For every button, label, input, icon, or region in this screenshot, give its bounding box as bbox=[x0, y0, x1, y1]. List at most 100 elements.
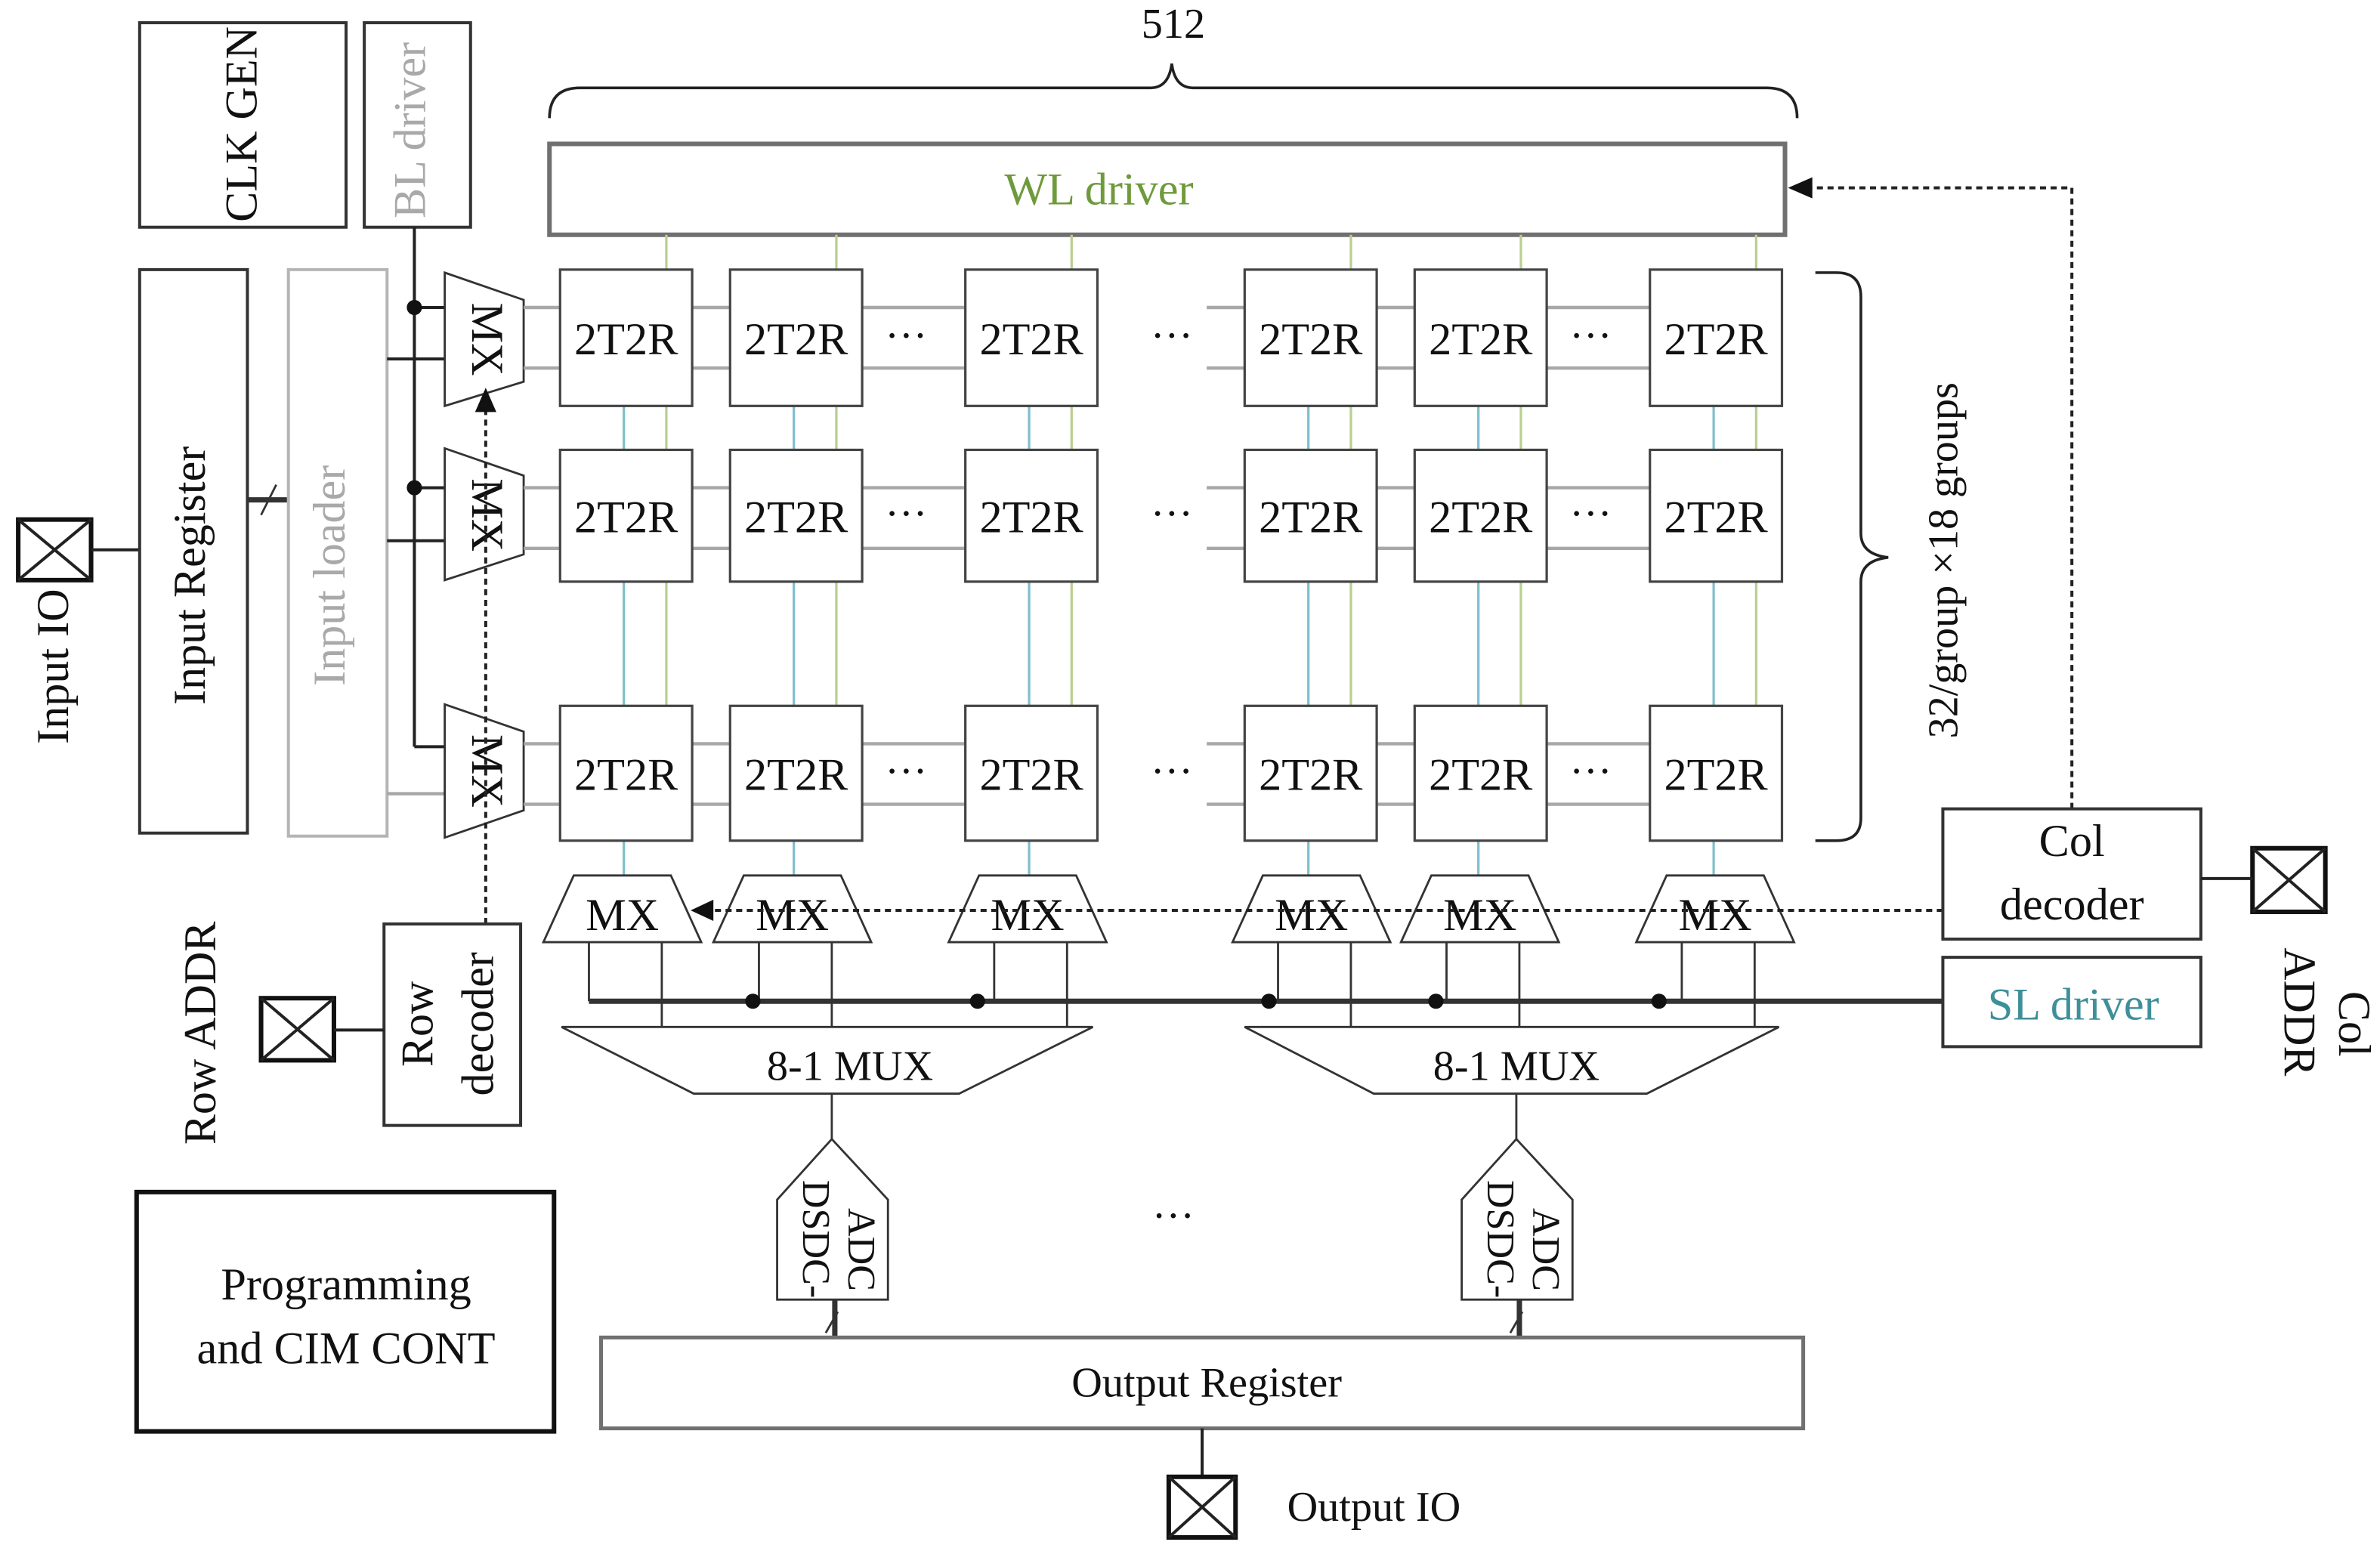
row-decoder-label-2: decoder bbox=[453, 952, 504, 1095]
column-ellipsis: ··· bbox=[885, 491, 927, 538]
cell-label: 2T2R bbox=[1664, 314, 1768, 365]
cell-label: 2T2R bbox=[1429, 314, 1533, 365]
column-mx-row: MX MX MX MX MX MX bbox=[542, 874, 1796, 1027]
junction-dot bbox=[969, 993, 985, 1009]
cell-label: 2T2R bbox=[1259, 493, 1363, 543]
programming-label-2: and CIM CONT bbox=[197, 1323, 496, 1374]
cell-label: 2T2R bbox=[574, 750, 678, 801]
cell-2t2r: 2T2R bbox=[964, 704, 1099, 842]
column-ellipsis: ··· bbox=[885, 749, 927, 796]
cell-2t2r: 2T2R bbox=[1243, 448, 1378, 583]
col-wl-dashed-line bbox=[1809, 186, 2074, 809]
column-ellipsis: ··· bbox=[1569, 749, 1612, 796]
cell-2t2r: 2T2R bbox=[1649, 448, 1784, 583]
adc-label-2: ADC bbox=[839, 1208, 882, 1291]
row-addr-pad bbox=[258, 996, 336, 1063]
row-addr-label: Row ADDR bbox=[175, 921, 226, 1145]
column-count-label: 512 bbox=[1142, 1, 1205, 48]
output-register-label: Output Register bbox=[1071, 1360, 1342, 1407]
cell-label: 2T2R bbox=[744, 314, 848, 365]
mux-label: 8-1 MUX bbox=[1433, 1043, 1600, 1090]
column-ellipsis: ··· bbox=[1151, 749, 1193, 796]
col-addr-label-1: Col bbox=[2329, 991, 2379, 1057]
bl-driver-block bbox=[363, 21, 472, 229]
junction-dot bbox=[406, 299, 422, 316]
adc-label-1: DSDC- bbox=[794, 1180, 837, 1298]
column-mx: MX bbox=[1231, 874, 1392, 1027]
cell-2t2r: 2T2R bbox=[1243, 704, 1378, 842]
column-mx-label: MX bbox=[991, 890, 1065, 941]
cell-label: 2T2R bbox=[574, 314, 678, 365]
cell-2t2r: 2T2R bbox=[1413, 448, 1548, 583]
column-ellipsis: ··· bbox=[1151, 491, 1193, 538]
wl-driver-label: WL driver bbox=[1004, 165, 1193, 215]
clk-gen-label: CLK GEN bbox=[216, 26, 267, 222]
cell-2t2r: 2T2R bbox=[558, 448, 694, 583]
cell-label: 2T2R bbox=[574, 493, 678, 543]
row-decoder-block bbox=[382, 922, 523, 1127]
cell-label: 2T2R bbox=[744, 750, 848, 801]
cell-2t2r: 2T2R bbox=[728, 448, 864, 583]
cell-label: 2T2R bbox=[1429, 493, 1533, 543]
wl-driver-block bbox=[547, 141, 1788, 237]
column-mx-label: MX bbox=[1275, 890, 1348, 941]
row-decoder-label-1: Row bbox=[392, 981, 443, 1067]
cell-2t2r: 2T2R bbox=[964, 448, 1099, 583]
cell-2t2r: 2T2R bbox=[558, 268, 694, 407]
cell-label: 2T2R bbox=[1429, 750, 1533, 801]
cell-2t2r: 2T2R bbox=[1413, 704, 1548, 842]
col-addr-pad bbox=[2250, 845, 2328, 914]
programming-cim-controller-block bbox=[134, 1189, 557, 1434]
input-io-pad bbox=[16, 517, 94, 582]
column-ellipsis: ··· bbox=[1569, 313, 1612, 360]
cell-label: 2T2R bbox=[744, 493, 848, 543]
column-ellipsis: ··· bbox=[1569, 491, 1612, 538]
cell-2t2r: 2T2R bbox=[728, 704, 864, 842]
cell-label: 2T2R bbox=[1664, 750, 1768, 801]
cell-2t2r: 2T2R bbox=[1243, 268, 1378, 407]
cell-label: 2T2R bbox=[1259, 314, 1363, 365]
arrow-left-icon bbox=[691, 899, 714, 921]
cell-label: 2T2R bbox=[979, 314, 1083, 365]
output-io-label: Output IO bbox=[1287, 1484, 1461, 1531]
adc-label-2: ADC bbox=[1524, 1208, 1567, 1291]
bl-driver-label: BL driver bbox=[385, 42, 435, 218]
adc-left: DSDC- ADC bbox=[776, 1137, 889, 1301]
cell-2t2r: 2T2R bbox=[558, 704, 694, 842]
cell-label: 2T2R bbox=[979, 493, 1083, 543]
cell-2t2r: 2T2R bbox=[964, 268, 1099, 407]
column-ellipsis: ··· bbox=[1151, 313, 1193, 360]
cell-label: 2T2R bbox=[1664, 493, 1768, 543]
column-mx-label: MX bbox=[756, 890, 829, 941]
adc-label-1: DSDC- bbox=[1479, 1180, 1522, 1298]
sl-driver-block bbox=[1941, 956, 2202, 1049]
bus-width-tick bbox=[260, 484, 277, 516]
mux-8to1-right: 8-1 MUX bbox=[1244, 1025, 1780, 1095]
col-decoder-block bbox=[1941, 807, 2202, 941]
input-loader-label: Input loader bbox=[304, 465, 355, 686]
junction-dot bbox=[1428, 993, 1444, 1009]
arrow-left-icon bbox=[1788, 177, 1813, 199]
column-brace bbox=[548, 63, 1799, 119]
cell-2t2r: 2T2R bbox=[1413, 268, 1548, 407]
row-brace bbox=[1815, 271, 1889, 842]
bus-width-tick bbox=[1509, 1311, 1524, 1334]
column-mx: MX bbox=[1399, 874, 1561, 1027]
col-decoder-label-1: Col bbox=[2039, 816, 2105, 867]
row-mx-1: MX bbox=[444, 270, 525, 408]
input-loader-block bbox=[286, 267, 389, 838]
junction-dot bbox=[1651, 993, 1667, 1009]
cell-label: 2T2R bbox=[979, 750, 1083, 801]
cell-array: 2T2R 2T2R 2T2R 2T2R 2T2R 2T2R ··· ··· ··· 2T2R 2T2… bbox=[524, 234, 1784, 879]
bus-junctions bbox=[745, 993, 1667, 1009]
cell-2t2r: 2T2R bbox=[1649, 704, 1784, 842]
column-mx: MX bbox=[712, 874, 873, 1027]
cell-2t2r: 2T2R bbox=[728, 268, 864, 407]
cell-label: 2T2R bbox=[1259, 750, 1363, 801]
input-io-label: Input IO bbox=[28, 589, 79, 743]
column-mx-label: MX bbox=[1679, 890, 1752, 941]
row-mx-label: MX bbox=[462, 303, 512, 376]
column-mx: MX bbox=[542, 874, 703, 1027]
junction-dot bbox=[1261, 993, 1277, 1009]
